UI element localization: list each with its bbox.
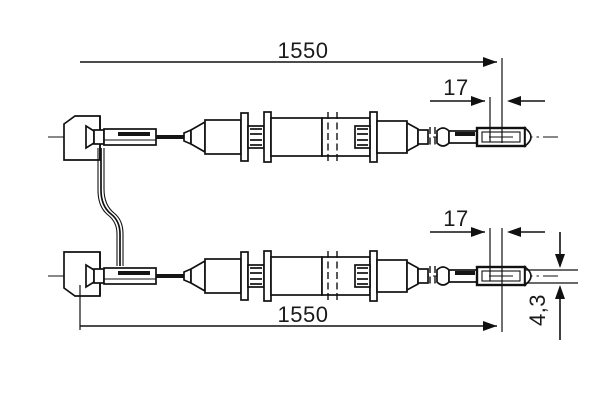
lower-housing-4: [376, 259, 408, 293]
lower-flange-3: [369, 250, 378, 302]
lower-sleeve-1: [103, 267, 157, 285]
upper-flange-2: [263, 111, 272, 163]
dimension-overall-length-top: 1550: [80, 38, 503, 143]
lower-taper-cone: [190, 259, 206, 293]
lower-housing-2: [270, 256, 323, 296]
upper-flange-3: [369, 111, 378, 163]
upper-nipple-seat: [85, 124, 95, 150]
lower-sleeve-1-shade: [118, 271, 150, 275]
upper-collar: [93, 129, 105, 145]
lower-reducer-cone: [406, 260, 419, 292]
upper-bead: [436, 127, 450, 147]
upper-ferrule-a: [183, 128, 192, 146]
dim-17-top-arrow-right: [507, 96, 521, 106]
cable-edge-right: [103, 148, 124, 266]
dim-1550-bottom-arrow: [483, 321, 497, 331]
dimension-end-offset-bottom: 17: [430, 206, 545, 332]
dim-17-bottom-arrow-right: [507, 227, 521, 237]
dim-1550-top-label: 1550: [278, 38, 329, 63]
lower-nipple-seat: [85, 263, 95, 289]
upper-end-tip: [524, 126, 532, 148]
dim-1550-bottom-label: 1550: [278, 302, 329, 327]
lower-end-tip: [524, 265, 532, 287]
lower-rod-1-shade: [455, 271, 475, 275]
upper-housing-1: [204, 119, 242, 155]
dimension-rod-diameter: 4,3: [525, 232, 578, 340]
upper-sleeve-1-shade: [118, 132, 150, 136]
bracket-plate-lower: [63, 251, 101, 297]
lower-flange-1: [240, 251, 249, 301]
cable-edge-left: [97, 148, 118, 266]
upper-housing-2: [270, 117, 323, 157]
upper-cable-assembly: [48, 111, 558, 163]
upper-flange-1: [240, 112, 249, 162]
lower-thread-neck-2: [354, 264, 371, 288]
upper-rod-1-shade: [455, 132, 475, 136]
lower-bead: [436, 266, 450, 286]
dim-43-label: 4,3: [525, 294, 550, 326]
dimension-end-offset-top: 17: [430, 75, 545, 142]
cable-hatch-body: [100, 148, 121, 266]
lower-cable-assembly: [48, 250, 558, 302]
dim-1550-top-arrow: [483, 57, 497, 67]
lower-small-sleeve: [417, 268, 429, 284]
lower-thread-neck-1: [247, 264, 265, 288]
upper-sleeve-1: [103, 128, 157, 146]
upper-reducer-cone: [406, 121, 419, 153]
lower-flange-2: [263, 250, 272, 302]
lower-inner-wire-1: [156, 274, 184, 278]
upper-taper-cone: [190, 120, 206, 154]
dim-43-arrow-upper: [555, 254, 565, 268]
upper-inner-wire-1: [156, 135, 184, 139]
dim-17-bottom-label: 17: [443, 206, 468, 231]
upper-thread-neck-1: [247, 125, 265, 149]
upper-thread-neck-2: [354, 125, 371, 149]
dim-17-bottom-arrow-left: [471, 227, 485, 237]
lower-ferrule-a: [183, 267, 192, 285]
upper-housing-4: [376, 120, 408, 154]
flexible-connecting-cable: [97, 148, 124, 266]
dim-43-arrow-lower: [555, 285, 565, 299]
dim-17-top-label: 17: [443, 75, 468, 100]
lower-collar: [93, 268, 105, 284]
lower-housing-1: [204, 258, 242, 294]
dim-17-top-arrow-left: [471, 96, 485, 106]
dimension-overall-length-bottom: 1550: [79, 285, 497, 331]
upper-small-sleeve: [417, 129, 429, 145]
